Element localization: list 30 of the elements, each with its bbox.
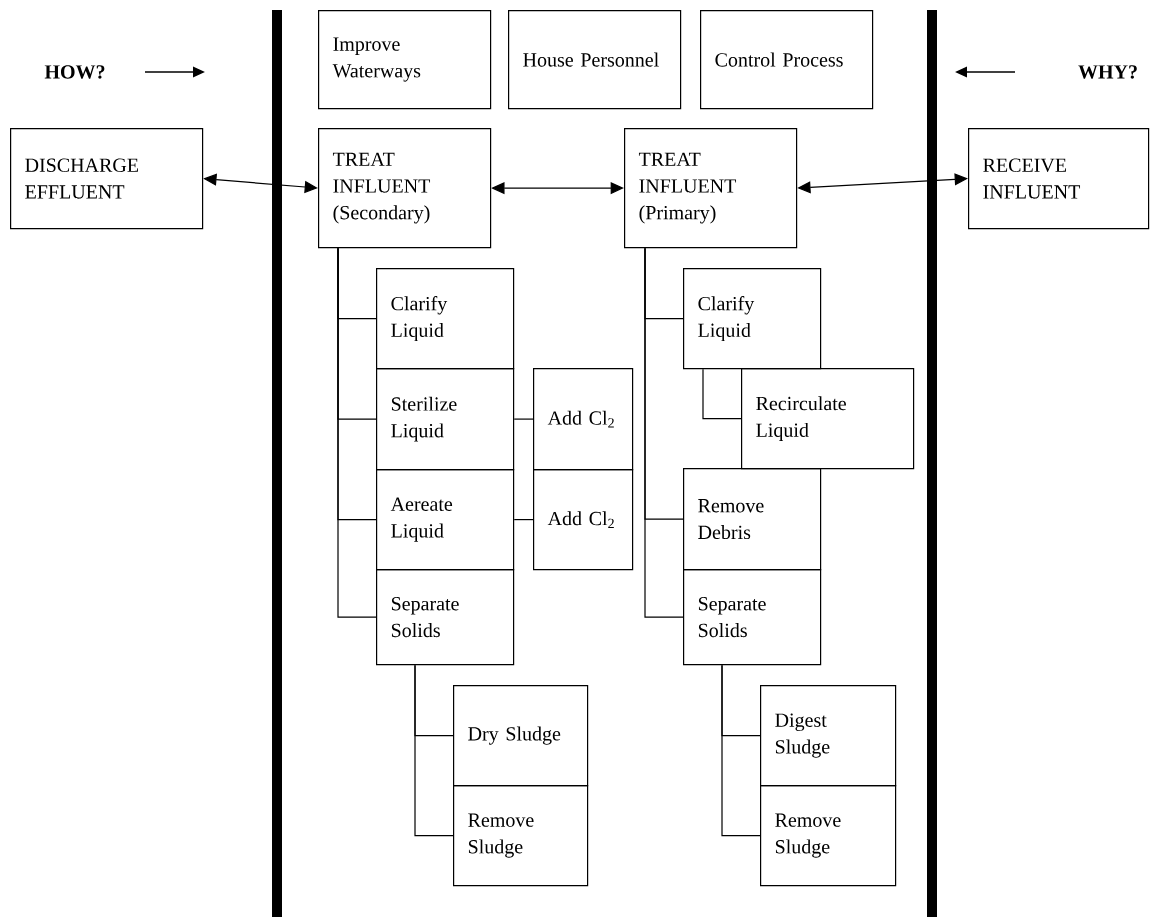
- function-box: Improve Waterways: [318, 10, 492, 110]
- connector-line: [513, 519, 534, 521]
- connector-line: [721, 664, 761, 837]
- function-box: Separate Solids: [376, 569, 515, 666]
- function-box: TREAT INFLUENT (Secondary): [318, 128, 492, 249]
- question-label: HOW?: [44, 65, 105, 79]
- function-box: Remove Sludge: [453, 785, 589, 887]
- function-box: DISCHARGE EFFLUENT: [10, 128, 204, 230]
- function-box: Control Process: [700, 10, 874, 110]
- connector-line: [702, 368, 742, 420]
- function-box: TREAT INFLUENT (Primary): [624, 128, 798, 249]
- function-box: Add Cl$_{2}$: [533, 368, 634, 471]
- function-box: Remove Debris: [683, 468, 822, 571]
- function-box: Separate Solids: [683, 569, 822, 666]
- function-box: RECEIVE INFLUENT: [968, 128, 1150, 230]
- connector-line: [513, 418, 534, 420]
- function-box: Sterilize Liquid: [376, 368, 515, 471]
- connector-line: [337, 247, 377, 618]
- connector-line: [644, 247, 684, 618]
- function-box: Dry Sludge: [453, 685, 589, 787]
- function-box: Digest Sludge: [760, 685, 897, 787]
- function-box: Aereate Liquid: [376, 469, 515, 571]
- connector-line: [414, 664, 454, 837]
- function-box: Remove Sludge: [760, 785, 897, 887]
- function-box: House Personnel: [508, 10, 682, 110]
- function-box: Clarify Liquid: [683, 268, 822, 370]
- function-box: Recirculate Liquid: [741, 368, 915, 470]
- question-label: WHY?: [1078, 65, 1137, 79]
- function-box: Clarify Liquid: [376, 268, 515, 370]
- function-box: Add Cl$_{2}$: [533, 469, 634, 571]
